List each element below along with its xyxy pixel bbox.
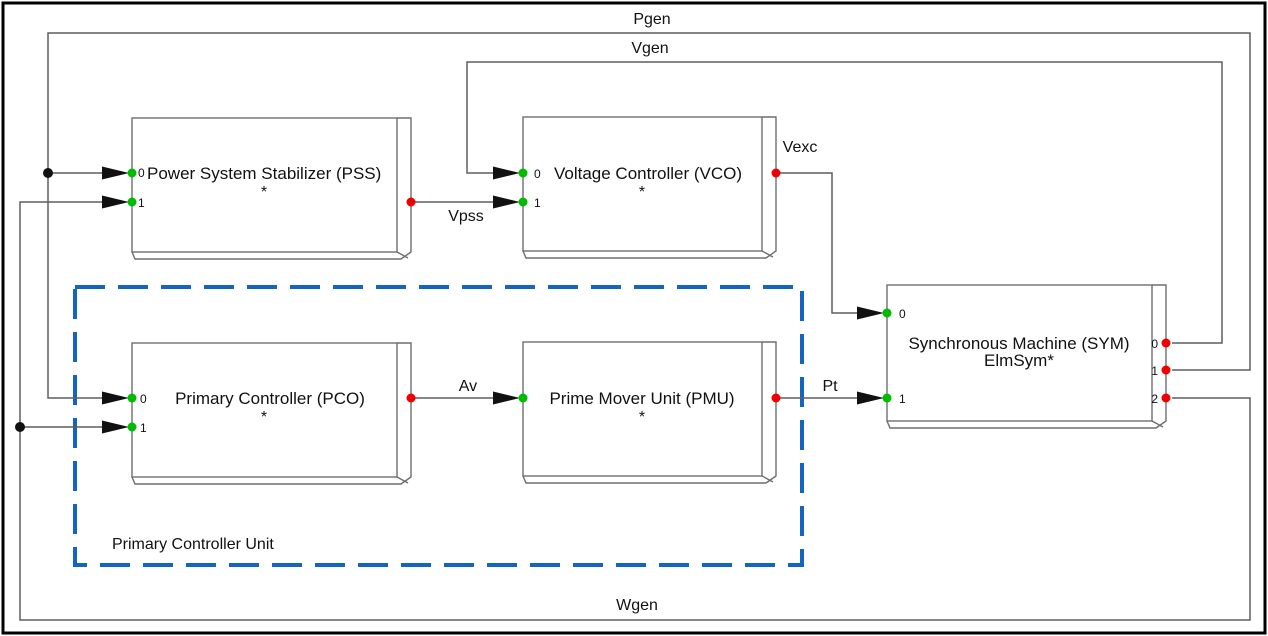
wire-vgen-path — [466, 61, 1223, 344]
junction-dot — [15, 422, 25, 432]
vco-subtitle: * — [639, 184, 645, 201]
sym-in1-label: 1 — [899, 392, 906, 406]
sym-out1-label: 1 — [1151, 364, 1158, 378]
signal-label-pgen: Pgen — [633, 11, 670, 28]
primary-controller-unit-dashed-box — [73, 285, 804, 567]
pmu-block-fold — [522, 341, 777, 484]
pco-block-body[interactable] — [131, 342, 398, 478]
pco-port1-label: 1 — [140, 421, 147, 435]
vco-port0-label: 0 — [534, 167, 541, 181]
pmu-title: Prime Mover Unit (PMU) — [549, 389, 734, 408]
pco-block[interactable]: 0 1 Primary Controller (PCO) * — [127, 342, 416, 485]
wire-vexc: Vexc — [776, 139, 884, 320]
input-port-dot — [127, 393, 137, 403]
wire-pt: Pt — [776, 378, 884, 405]
wire-arrow-icon — [493, 195, 520, 209]
signal-label-vpss: Vpss — [448, 208, 484, 225]
output-port-dot — [771, 393, 781, 403]
wire-vgen: Vgen — [466, 40, 1223, 344]
signal-label-wgen: Wgen — [616, 597, 658, 614]
pss-block-fold — [131, 117, 412, 260]
pss-port1-label: 1 — [138, 196, 145, 210]
junction-dot — [43, 168, 53, 178]
wire-arrow-icon — [493, 166, 520, 180]
vco-block[interactable]: 0 1 Voltage Controller (VCO) * — [518, 116, 781, 259]
wire-arrow-icon — [102, 195, 129, 209]
wire-av: Av — [411, 378, 520, 405]
pmu-block[interactable]: Prime Mover Unit (PMU) * — [518, 341, 781, 484]
output-port-dot — [1161, 365, 1171, 375]
input-port-dot — [882, 308, 892, 318]
vco-title: Voltage Controller (VCO) — [554, 164, 742, 183]
primary-controller-unit-group: Primary Controller Unit — [73, 285, 804, 567]
sym-in0-label: 0 — [899, 307, 906, 321]
signal-label-vgen: Vgen — [631, 40, 668, 57]
primary-controller-unit-label: Primary Controller Unit — [112, 536, 274, 553]
pmu-subtitle: * — [639, 409, 645, 426]
pss-port0-label: 0 — [138, 166, 145, 180]
pco-port0-label: 0 — [140, 392, 147, 406]
sym-subtitle: ElmSym* — [984, 351, 1054, 370]
vco-port1-label: 1 — [534, 196, 541, 210]
wire-vpss: Vpss — [411, 195, 520, 225]
sym-block-body[interactable] — [886, 284, 1153, 422]
output-port-dot — [1161, 393, 1171, 403]
sym-out2-label: 2 — [1151, 392, 1158, 406]
wire-pgen-path — [47, 32, 1251, 399]
wire-arrow-icon — [102, 391, 129, 405]
pmu-block-body[interactable] — [522, 341, 763, 477]
input-port-dot — [127, 422, 137, 432]
wire-arrow-icon — [102, 166, 129, 180]
signal-label-pt: Pt — [822, 378, 838, 395]
output-port-dot — [406, 393, 416, 403]
wire-vexc-path — [776, 172, 860, 314]
sym-out0-label: 0 — [1151, 337, 1158, 351]
wire-arrow-icon — [102, 420, 129, 434]
pco-title: Primary Controller (PCO) — [175, 389, 365, 408]
input-port-dot — [518, 168, 528, 178]
sym-title: Synchronous Machine (SYM) — [908, 334, 1129, 353]
input-port-dot — [127, 168, 137, 178]
sym-block-fold — [886, 284, 1167, 429]
input-port-dot — [127, 197, 137, 207]
wire-wgen-path — [19, 201, 1251, 621]
pss-title: Power System Stabilizer (PSS) — [147, 164, 381, 183]
vco-block-body[interactable] — [522, 116, 763, 252]
pss-subtitle: * — [261, 184, 267, 201]
pco-subtitle: * — [261, 409, 267, 426]
wire-arrow-icon — [857, 391, 884, 405]
pss-block-body[interactable] — [131, 117, 398, 253]
pco-block-fold — [131, 342, 412, 485]
pss-block[interactable]: 0 1 Power System Stabilizer (PSS) * — [127, 117, 416, 260]
wire-arrow-icon — [857, 306, 884, 320]
output-port-dot — [771, 168, 781, 178]
signal-label-vexc: Vexc — [783, 139, 818, 156]
output-port-dot — [406, 197, 416, 207]
input-port-dot — [518, 393, 528, 403]
output-port-dot — [1161, 338, 1171, 348]
wire-pgen: Pgen — [43, 11, 1251, 405]
wire-wgen: Wgen — [15, 195, 1251, 621]
input-port-dot — [518, 197, 528, 207]
input-port-dot — [882, 393, 892, 403]
wire-arrow-icon — [493, 391, 520, 405]
sym-block[interactable]: 0 1 0 1 2 Synchronous Machine (SYM) ElmS… — [882, 284, 1171, 429]
vco-block-fold — [522, 116, 777, 259]
signal-label-av: Av — [459, 378, 477, 395]
